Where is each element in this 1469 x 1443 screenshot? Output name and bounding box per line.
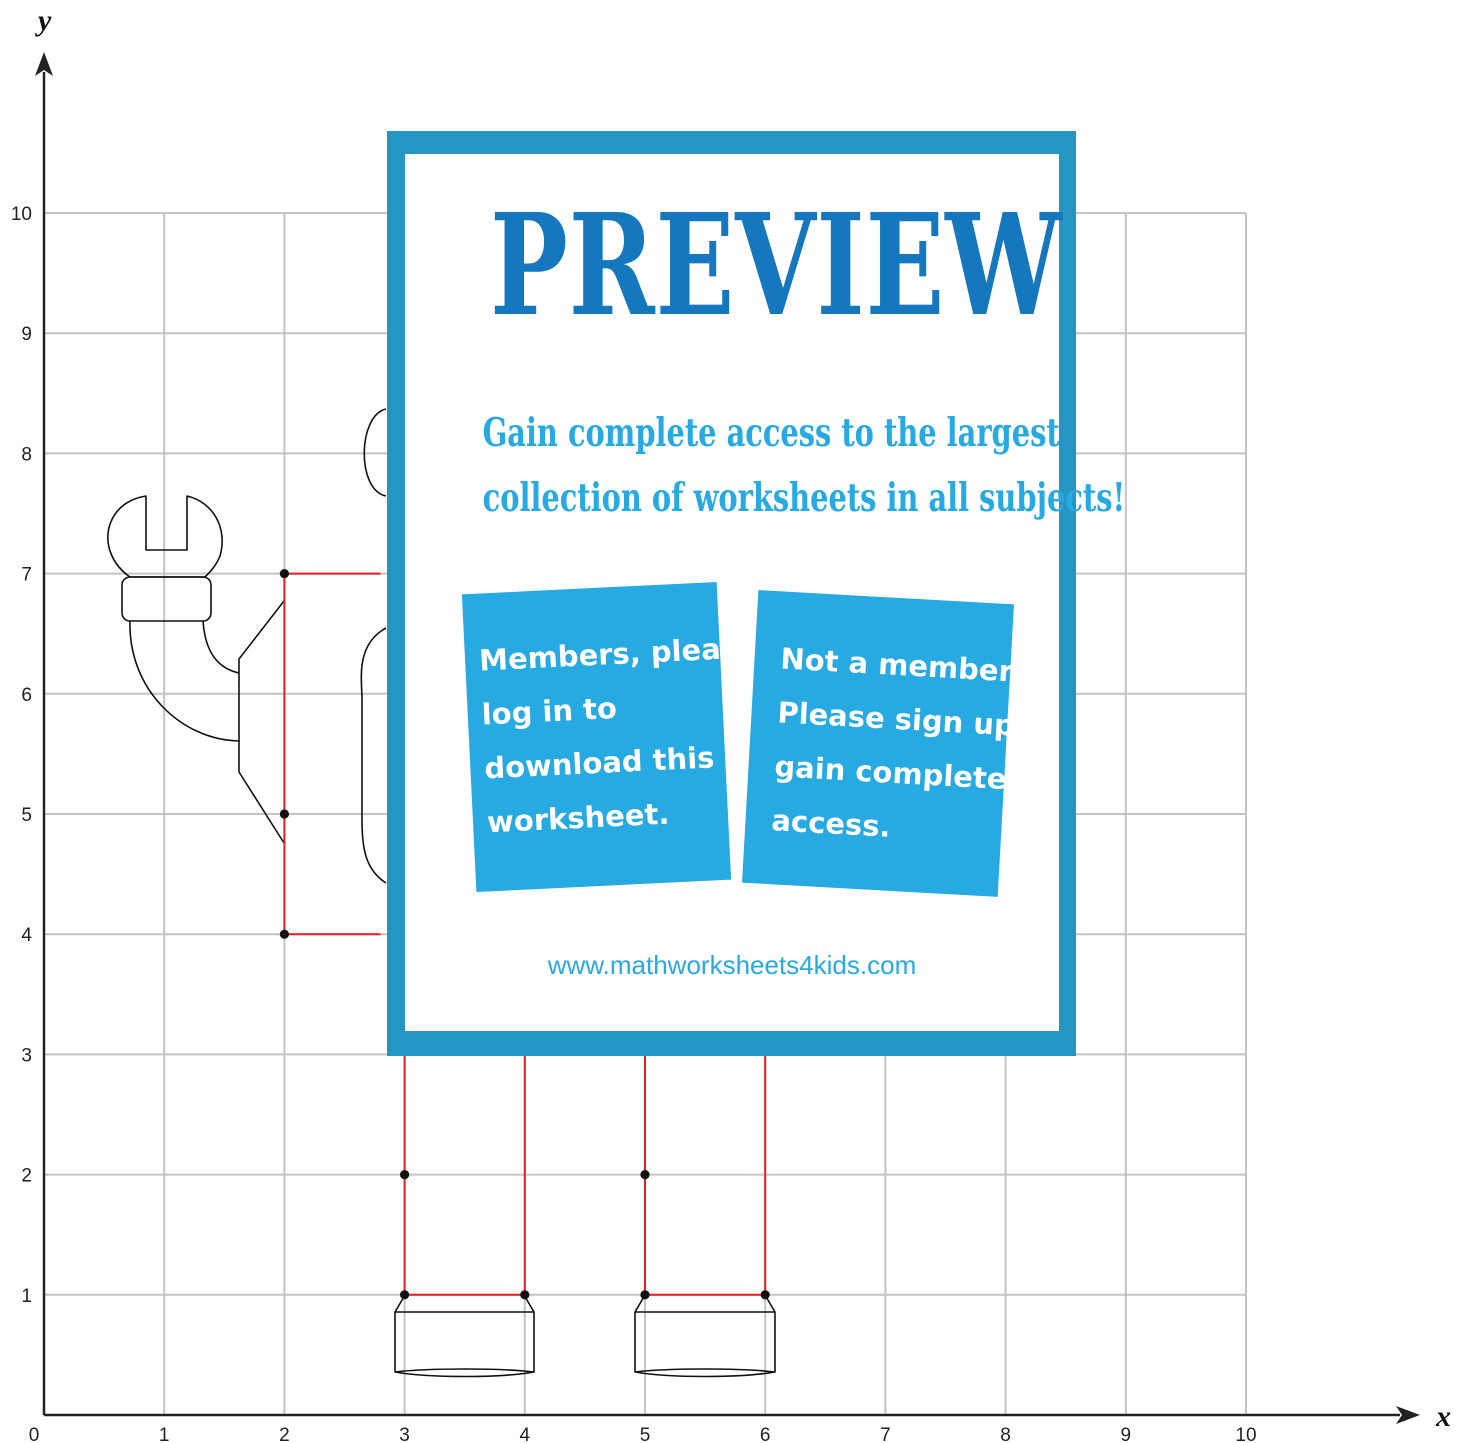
x-axis-title: x — [1435, 1400, 1451, 1433]
x-tick-label: 9 — [1121, 1425, 1132, 1443]
x-tick-label: 6 — [760, 1425, 771, 1443]
plotted-point — [280, 930, 289, 939]
signup-box[interactable]: Not a member? Please sign up to gain com… — [742, 590, 1014, 897]
members-box-line: worksheet. — [486, 784, 729, 850]
site-url-link[interactable]: www.mathworksheets4kids.com — [405, 950, 1059, 981]
plotted-point — [520, 1290, 529, 1299]
x-tick-label: 4 — [520, 1425, 531, 1443]
arm-inner-curve — [203, 621, 239, 673]
y-tick-label: 3 — [21, 1045, 32, 1066]
preview-panel: PREVIEW Gain complete access to the larg… — [405, 154, 1059, 1031]
wrench-collar-outline — [122, 577, 211, 621]
y-tick-label: 10 — [11, 204, 32, 225]
plotted-point — [640, 1170, 649, 1179]
x-tick-label: 10 — [1235, 1425, 1256, 1443]
plotted-point — [280, 569, 289, 578]
x-tick-label: 1 — [159, 1425, 170, 1443]
y-tick-label: 6 — [21, 685, 32, 706]
plotted-point — [640, 1290, 649, 1299]
y-tick-label: 4 — [21, 925, 32, 946]
preview-tagline-line-1: Gain complete access to the largest — [483, 414, 982, 453]
y-tick-label: 1 — [21, 1286, 32, 1307]
preview-tagline-line-2: collection of worksheets in all subjects… — [483, 479, 982, 518]
x-tick-label: 5 — [640, 1425, 651, 1443]
members-login-box[interactable]: Members, please log in to download this … — [462, 582, 731, 892]
y-axis-title: y — [35, 4, 52, 37]
left-foot-outline — [395, 1295, 534, 1377]
preview-title: PREVIEW — [490, 196, 974, 336]
x-tick-label: 3 — [399, 1425, 410, 1443]
plotted-point — [400, 1170, 409, 1179]
arm-outer-curve — [130, 621, 239, 741]
y-tick-label: 7 — [21, 565, 32, 586]
y-tick-label: 9 — [21, 324, 32, 345]
preview-overlay: PREVIEW Gain complete access to the larg… — [387, 131, 1076, 1056]
body-side-outline — [361, 628, 386, 883]
x-tick-label: 2 — [279, 1425, 290, 1443]
plotted-point — [280, 809, 289, 818]
plotted-point — [400, 1290, 409, 1299]
x-tick-label: 7 — [880, 1425, 891, 1443]
y-tick-label: 8 — [21, 444, 32, 465]
right-foot-outline — [635, 1295, 775, 1377]
y-tick-label: 5 — [21, 805, 32, 826]
x-tick-label: 0 — [29, 1425, 40, 1443]
x-tick-label: 8 — [1000, 1425, 1011, 1443]
y-tick-label: 2 — [21, 1166, 32, 1187]
shoulder-outline — [239, 601, 284, 843]
plotted-point — [761, 1290, 770, 1299]
